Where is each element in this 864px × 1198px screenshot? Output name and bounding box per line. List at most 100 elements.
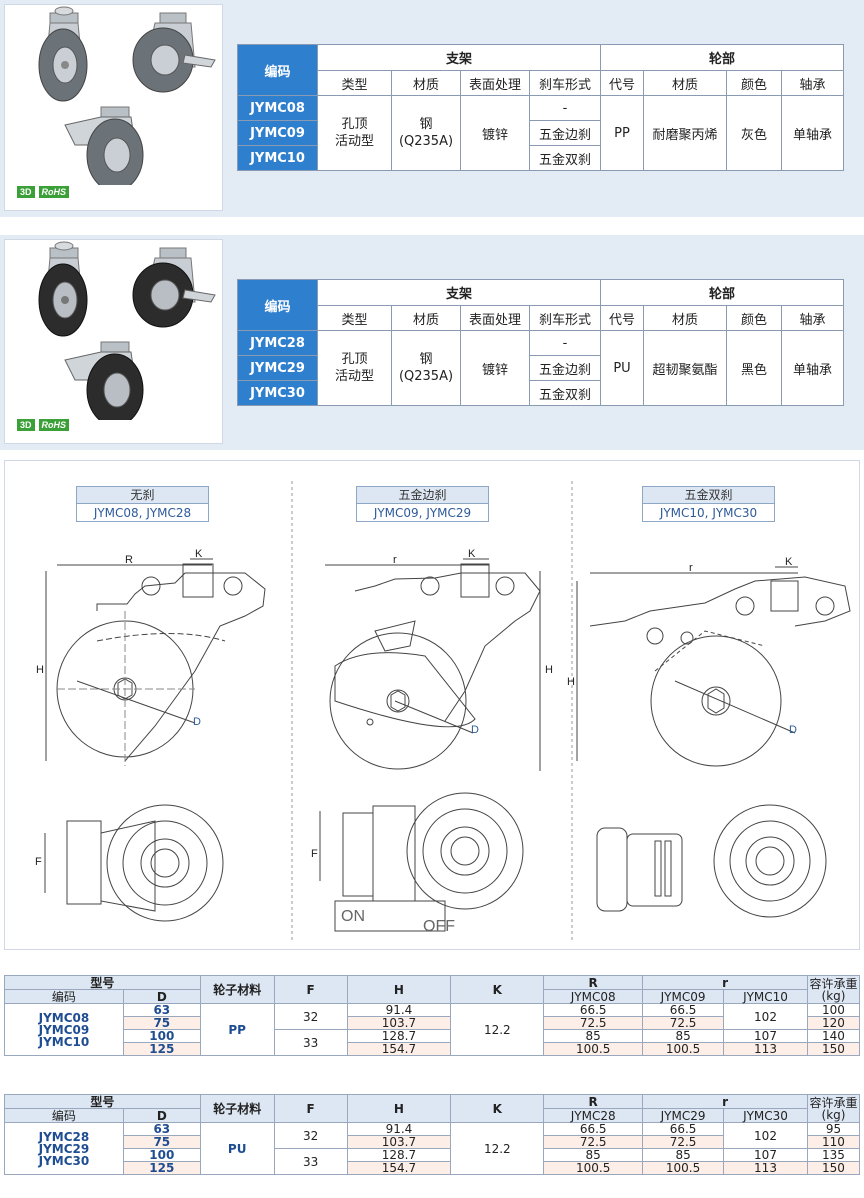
dim-K-label: K bbox=[195, 548, 203, 560]
col-c3: JYMC10 bbox=[723, 989, 808, 1004]
surface-header: 表面处理 bbox=[460, 305, 530, 331]
bracket-header: 支架 bbox=[317, 44, 601, 71]
material-header: 材质 bbox=[391, 70, 461, 96]
color-header: 颜色 bbox=[726, 305, 782, 331]
code-header: 编码 bbox=[4, 989, 124, 1004]
f-header: F bbox=[273, 1094, 348, 1123]
material-value: PP bbox=[199, 1003, 275, 1056]
technical-drawing: R K H D F r K H D F ON OFF r K H D 无刹 JY… bbox=[4, 460, 860, 950]
brake-header: 刹车形式 bbox=[529, 70, 601, 96]
drawing-side-brake bbox=[319, 558, 541, 932]
3d-badge: 3D bbox=[17, 186, 35, 198]
R-value: 66.5 bbox=[543, 1122, 644, 1136]
d-value: 100 bbox=[122, 1148, 201, 1162]
r2-value: 100.5 bbox=[642, 1161, 725, 1175]
wheel-code-header: 代号 bbox=[600, 70, 644, 96]
R-value: 66.5 bbox=[543, 1003, 644, 1017]
dim-r-label: r bbox=[689, 562, 693, 574]
r3-value: 102 bbox=[723, 1122, 808, 1149]
d-value: 100 bbox=[122, 1029, 201, 1043]
r2-value: 72.5 bbox=[642, 1135, 725, 1149]
r-header: r bbox=[642, 1094, 808, 1109]
drawing-double-brake bbox=[576, 566, 851, 918]
k-header: K bbox=[450, 1094, 545, 1123]
bearing-header: 轴承 bbox=[781, 305, 844, 331]
dim-K-label: K bbox=[785, 556, 793, 568]
wheel-code-header: 代号 bbox=[600, 305, 644, 331]
load-value: 110 bbox=[806, 1135, 861, 1149]
spec-table-pu: 编码 支架 轮部 类型 材质 表面处理 刹车形式 代号 材质 颜色 轴承 JYM… bbox=[237, 279, 844, 406]
drawing-no-brake-side bbox=[44, 558, 266, 922]
R-value: 85 bbox=[543, 1148, 644, 1162]
code-header: 编码 bbox=[237, 44, 318, 96]
material-value: 钢(Q235A) bbox=[391, 330, 461, 406]
col-c2: JYMC09 bbox=[642, 989, 725, 1004]
caster-side-brake-image-icon bbox=[132, 247, 216, 328]
drawing-models: JYMC10, JYMC30 bbox=[659, 506, 758, 520]
load-value: 95 bbox=[806, 1122, 861, 1136]
surface-value: 镀锌 bbox=[460, 95, 530, 171]
drawing-title: 五金边刹 bbox=[357, 487, 488, 504]
col-c2: JYMC29 bbox=[642, 1108, 725, 1123]
brake-header: 刹车形式 bbox=[529, 305, 601, 331]
bearing-value: 单轴承 bbox=[781, 95, 844, 171]
dim-R-label: R bbox=[125, 554, 133, 566]
product-panel-pu: 3D RoHS 编码 支架 轮部 类型 材质 表面处理 刹车形式 代号 材质 颜… bbox=[0, 235, 864, 450]
brake-value: 五金边刹 bbox=[529, 355, 601, 381]
load-value: 150 bbox=[806, 1161, 861, 1175]
dimension-table-pu: 型号 轮子材料 F H K R r 容许承重(kg) 编码 D JYMC28 J… bbox=[4, 1094, 861, 1175]
bearing-header: 轴承 bbox=[781, 70, 844, 96]
product-code: JYMC30 bbox=[237, 380, 318, 406]
bracket-header: 支架 bbox=[317, 279, 601, 306]
d-value: 125 bbox=[122, 1042, 201, 1056]
R-header: R bbox=[543, 1094, 644, 1109]
brake-value: 五金双刹 bbox=[529, 145, 601, 171]
wheel-code-value: PP bbox=[600, 95, 644, 171]
dim-r-label: r bbox=[393, 554, 397, 566]
drawing-label-side-brake: 五金边刹 JYMC09, JYMC29 bbox=[356, 486, 489, 522]
type-value: 孔顶活动型 bbox=[317, 330, 392, 406]
on-label: ON bbox=[341, 908, 365, 925]
h-value: 128.7 bbox=[346, 1029, 452, 1043]
drawing-label-no-brake: 无刹 JYMC08, JYMC28 bbox=[76, 486, 209, 522]
drawing-models: JYMC09, JYMC29 bbox=[373, 506, 472, 520]
col-c1: JYMC08 bbox=[543, 989, 644, 1004]
load-header: 容许承重(kg) bbox=[806, 1094, 861, 1123]
r2-value: 85 bbox=[642, 1148, 725, 1162]
load-header: 容许承重(kg) bbox=[806, 975, 861, 1004]
dim-H-label: H bbox=[36, 664, 44, 676]
r2-value: 85 bbox=[642, 1029, 725, 1043]
h-value: 91.4 bbox=[346, 1122, 452, 1136]
caster-side-brake-image-icon bbox=[132, 12, 216, 93]
dim-F-label: F bbox=[35, 856, 42, 868]
color-value: 灰色 bbox=[726, 95, 782, 171]
product-code: JYMC09 bbox=[237, 120, 318, 146]
col-c3: JYMC30 bbox=[723, 1108, 808, 1123]
f-value: 33 bbox=[273, 1148, 348, 1175]
f-value: 32 bbox=[273, 1003, 348, 1030]
r3-value: 107 bbox=[723, 1148, 808, 1162]
dim-D-label: D bbox=[471, 724, 479, 736]
surface-header: 表面处理 bbox=[460, 70, 530, 96]
type-value: 孔顶活动型 bbox=[317, 95, 392, 171]
type-header: 类型 bbox=[317, 305, 392, 331]
dim-H-label: H bbox=[545, 664, 553, 676]
h-value: 103.7 bbox=[346, 1016, 452, 1030]
caster-photo-gray: 3D RoHS bbox=[4, 4, 223, 211]
product-code: JYMC08 bbox=[237, 95, 318, 121]
drawing-models: JYMC08, JYMC28 bbox=[93, 506, 192, 520]
k-header: K bbox=[450, 975, 545, 1004]
load-value: 150 bbox=[806, 1042, 861, 1056]
r2-value: 100.5 bbox=[642, 1042, 725, 1056]
load-value: 100 bbox=[806, 1003, 861, 1017]
brake-value: - bbox=[529, 330, 601, 356]
col-c1: JYMC28 bbox=[543, 1108, 644, 1123]
r-header: r bbox=[642, 975, 808, 990]
d-header: D bbox=[122, 989, 201, 1004]
dimension-table-pp: 型号 轮子材料 F H K R r 容许承重(kg) 编码 D JYMC08 J… bbox=[4, 975, 861, 1056]
drawing-label-double-brake: 五金双刹 JYMC10, JYMC30 bbox=[642, 486, 775, 522]
f-value: 33 bbox=[273, 1029, 348, 1056]
product-code: JYMC28 bbox=[237, 330, 318, 356]
dim-D-label: D bbox=[789, 724, 797, 736]
